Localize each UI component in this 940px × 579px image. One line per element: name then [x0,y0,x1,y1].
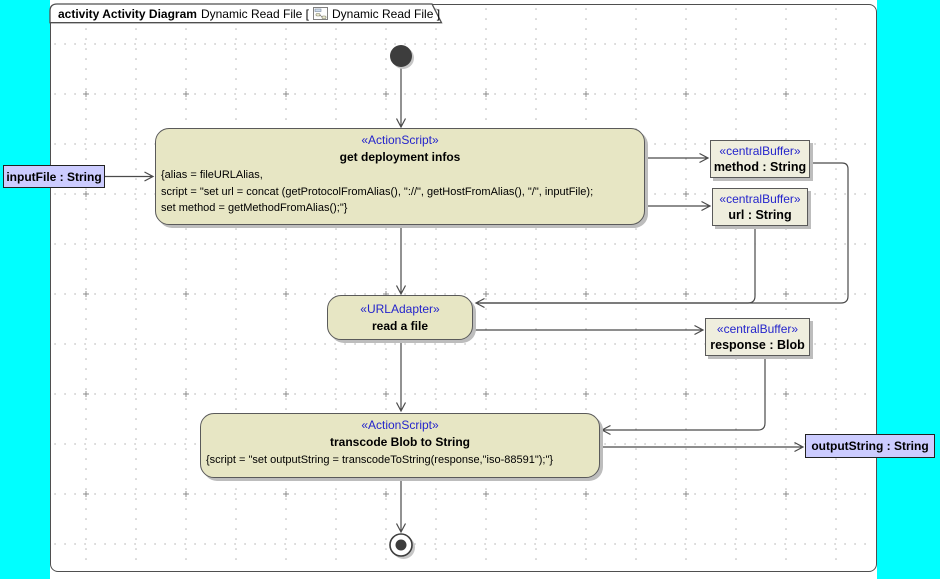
action-body-line: set method = getMethodFromAlias();"} [161,202,348,214]
diagram-ref-label: Dynamic Read File ] [332,6,441,21]
action-body: {script = "set outputString = transcodeT… [201,451,599,469]
action-read-a-file[interactable]: «URLAdapter» read a file [327,295,473,340]
edge-method-buffer-to-read-a-file[interactable] [474,162,849,309]
stereotype-label: «centralBuffer» [716,322,799,336]
edge-initial-to-get-deployment[interactable] [395,67,407,129]
action-body-line: {alias = fileURLAlias, [161,169,263,181]
action-name: read a file [371,318,429,333]
central-buffer-url[interactable]: «centralBuffer» url : String [712,188,808,226]
stereotype-label: «ActionScript» [361,133,439,147]
output-pin-outputstring[interactable]: outputString : String [805,434,935,458]
activity-final-node[interactable] [389,533,415,559]
action-get-deployment-infos[interactable]: «ActionScript» get deployment infos {ali… [155,128,645,225]
initial-node[interactable] [390,45,414,69]
canvas-margin-right [877,0,940,579]
action-name: get deployment infos [339,150,461,164]
central-buffer-response[interactable]: «centralBuffer» response : Blob [705,318,810,356]
buffer-name: method : String [713,160,807,174]
diagram-frame-header: activity Activity Diagram Dynamic Read F… [49,3,445,24]
edge-get-deployment-to-url-buffer[interactable] [645,200,712,212]
diagram-kind-label: activity Activity Diagram [58,6,197,21]
input-pin-inputfile[interactable]: inputFile : String [3,165,105,188]
activity-diagram-icon [313,7,328,20]
stereotype-label: «URLAdapter» [360,301,440,316]
diagram-name-label: Dynamic Read File [ [200,6,309,21]
edge-response-buffer-to-transcode[interactable] [600,356,766,436]
action-name: transcode Blob to String [329,435,470,449]
buffer-name: response : Blob [710,338,805,352]
edge-inputfile-to-get-deployment[interactable] [105,171,155,182]
edge-url-buffer-to-read-a-file[interactable] [480,226,756,304]
stereotype-label: «centralBuffer» [719,144,801,158]
edge-transcode-to-outputstring[interactable] [600,441,805,453]
action-body-line: {script = "set outputString = transcodeT… [206,454,554,466]
buffer-name: url : String [728,208,792,222]
stereotype-label: «ActionScript» [361,418,439,432]
stereotype-label: «centralBuffer» [719,192,801,206]
action-body: {alias = fileURLAlias, script = "set url… [156,166,644,217]
pin-label: outputString : String [811,439,929,453]
central-buffer-method[interactable]: «centralBuffer» method : String [710,140,810,178]
edge-get-deployment-to-read-a-file[interactable] [395,225,407,296]
frame-header-text: activity Activity Diagram Dynamic Read F… [58,6,440,21]
canvas-margin-left [0,0,50,579]
edge-get-deployment-to-method-buffer[interactable] [645,152,710,164]
action-body-line: script = "set url = concat (getProtocolF… [161,185,594,198]
pin-label: inputFile : String [6,169,102,184]
action-transcode-blob-to-string[interactable]: «ActionScript» transcode Blob to String … [200,413,600,478]
edge-read-a-file-to-transcode[interactable] [395,340,407,413]
edge-read-a-file-to-response-buffer[interactable] [473,324,705,336]
edge-transcode-to-final[interactable] [395,478,407,534]
frame-header-shape [49,3,443,24]
